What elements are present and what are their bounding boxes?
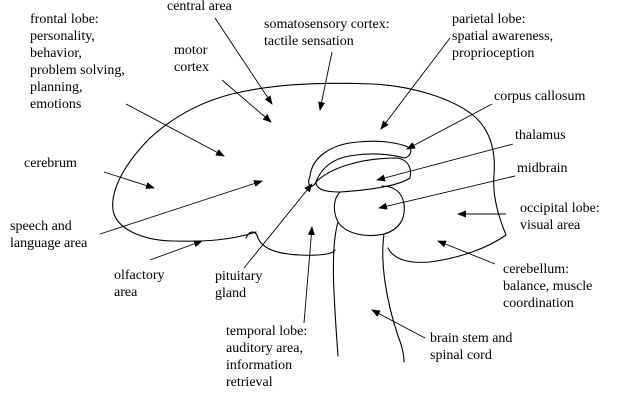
label-occipital-lobe: occipital lobe: visual area — [520, 201, 600, 233]
arrow-somatosensory — [318, 51, 333, 111]
arrow-temporal-lobe — [303, 226, 315, 324]
label-motor-cortex: motor cortex — [174, 43, 209, 75]
label-parietal-lobe: parietal lobe: spatial awareness, propri… — [452, 12, 554, 61]
olfactory-notch — [245, 231, 336, 256]
label-corpus-callosum: corpus callosum — [494, 89, 586, 104]
label-brain-stem: brain stem and spinal cord — [430, 331, 513, 363]
label-somatosensory-cortex: somatosensory cortex: tactile sensation — [264, 17, 390, 49]
thalamus-shape — [315, 157, 412, 193]
arrow-motor-cortex — [221, 79, 272, 123]
brain-stem-right — [382, 233, 405, 363]
arrow-cerebrum — [103, 171, 155, 189]
label-olfactory-area: olfactory area — [114, 268, 165, 300]
label-thalamus: thalamus — [515, 128, 566, 143]
midbrain-shape — [333, 185, 405, 237]
label-midbrain: midbrain — [517, 161, 568, 176]
arrow-parietal-lobe — [380, 37, 451, 130]
arrow-corpus-callosum — [406, 103, 493, 150]
label-speech-language-area: speech and language area — [10, 219, 88, 251]
label-cerebrum: cerebrum — [24, 156, 77, 171]
arrow-brain-stem — [371, 309, 426, 339]
arrow-pituitary-gland — [243, 183, 313, 269]
arrow-midbrain — [378, 175, 516, 210]
arrow-thalamus — [376, 143, 514, 182]
arrow-frontal-lobe — [125, 103, 225, 157]
label-cerebellum: cerebellum: balance, muscle coordination — [503, 262, 593, 311]
label-central-area: central area — [167, 0, 232, 14]
arrow-olfactory-area — [149, 240, 203, 261]
arrow-cerebellum — [437, 240, 496, 265]
arrow-speech-language — [99, 180, 263, 235]
arrow-central-area — [214, 17, 273, 105]
cerebrum-outline — [112, 82, 507, 263]
corpus-callosum-shape — [308, 140, 412, 187]
label-temporal-lobe: temporal lobe: auditory area, informatio… — [226, 324, 308, 390]
brain-stem-left — [332, 221, 339, 357]
label-frontal-lobe: frontal lobe: personality, behavior, pro… — [30, 12, 125, 112]
label-pituitary-gland: pituitary gland — [215, 269, 263, 301]
